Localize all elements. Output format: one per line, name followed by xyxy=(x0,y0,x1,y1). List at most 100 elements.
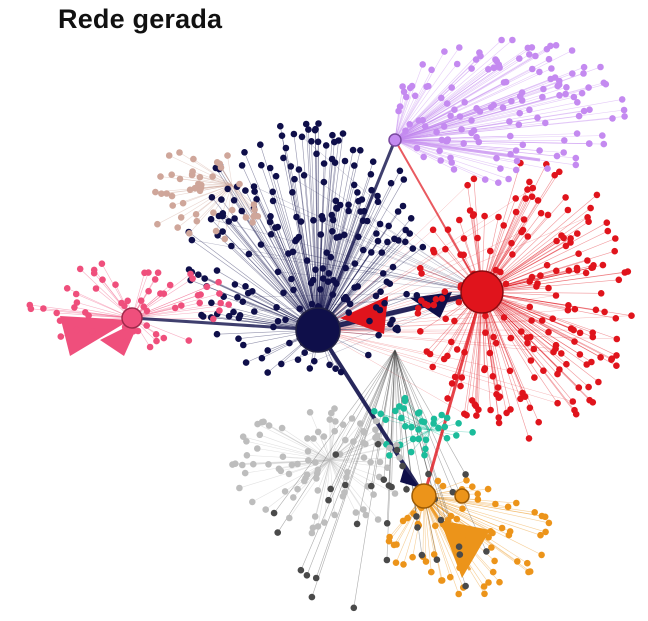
edge xyxy=(260,144,319,331)
node xyxy=(160,290,168,298)
edge xyxy=(193,158,233,186)
node xyxy=(520,216,528,223)
node xyxy=(562,90,569,98)
node xyxy=(72,290,80,298)
node xyxy=(362,440,369,448)
node xyxy=(548,65,555,72)
edge xyxy=(294,179,483,293)
node xyxy=(345,201,352,209)
node xyxy=(358,196,366,203)
node xyxy=(282,316,289,324)
node xyxy=(354,283,362,290)
edge xyxy=(394,94,560,141)
node xyxy=(496,578,503,586)
node xyxy=(495,179,502,186)
node xyxy=(564,206,572,214)
node xyxy=(459,505,466,512)
node xyxy=(314,428,322,436)
edge xyxy=(394,85,558,141)
node xyxy=(561,137,568,144)
node xyxy=(304,435,311,442)
node xyxy=(381,299,388,307)
node xyxy=(597,63,604,71)
edge xyxy=(394,82,505,141)
node xyxy=(315,120,322,127)
node xyxy=(575,112,583,120)
hub-link xyxy=(394,139,483,293)
node xyxy=(575,384,583,391)
node xyxy=(586,106,593,113)
edge xyxy=(243,436,331,461)
node xyxy=(409,435,417,443)
node xyxy=(543,261,551,269)
node xyxy=(468,65,475,72)
edge xyxy=(336,237,483,293)
edge xyxy=(191,239,483,293)
node xyxy=(500,314,508,321)
node xyxy=(527,333,534,341)
edge xyxy=(305,123,319,331)
node xyxy=(219,212,226,220)
node xyxy=(294,460,301,468)
edge xyxy=(394,96,543,141)
edge xyxy=(261,421,331,461)
node xyxy=(341,231,348,239)
node xyxy=(534,280,541,287)
edge xyxy=(423,495,542,517)
edge xyxy=(317,165,355,331)
node xyxy=(311,357,318,365)
node xyxy=(506,118,513,125)
node xyxy=(376,458,384,466)
edge xyxy=(394,349,487,552)
node xyxy=(429,226,437,234)
edge xyxy=(272,191,319,331)
edge xyxy=(394,111,480,141)
edge xyxy=(394,126,445,141)
edge xyxy=(391,349,396,488)
node xyxy=(550,348,557,356)
node xyxy=(98,260,106,268)
edge xyxy=(423,495,517,504)
node xyxy=(186,230,193,237)
edge xyxy=(285,147,319,331)
node xyxy=(370,491,377,498)
node xyxy=(256,431,264,439)
edge xyxy=(236,186,319,331)
node xyxy=(542,528,549,536)
node xyxy=(177,214,185,221)
edge xyxy=(281,427,331,461)
node xyxy=(493,154,500,162)
node xyxy=(379,270,387,277)
node xyxy=(270,509,278,517)
node xyxy=(374,432,381,440)
edge xyxy=(394,95,416,141)
node xyxy=(453,60,461,68)
edge xyxy=(177,184,233,228)
node xyxy=(481,176,489,183)
node xyxy=(556,168,563,176)
node xyxy=(419,243,427,251)
node xyxy=(208,299,215,307)
node xyxy=(374,516,382,523)
edge xyxy=(79,268,133,319)
node xyxy=(422,445,429,453)
node xyxy=(553,267,560,275)
node xyxy=(438,94,445,102)
edge xyxy=(394,139,604,145)
edge xyxy=(307,451,331,461)
node xyxy=(290,494,297,501)
edge xyxy=(256,199,319,331)
edge xyxy=(394,92,583,141)
edge xyxy=(395,410,431,431)
node xyxy=(333,234,340,241)
hub-link xyxy=(317,289,483,333)
edge xyxy=(306,349,396,576)
node xyxy=(540,85,547,93)
node xyxy=(71,304,78,311)
edge xyxy=(394,63,458,141)
edge xyxy=(394,118,613,141)
node xyxy=(547,42,554,50)
edge xyxy=(215,184,233,232)
node xyxy=(552,42,560,49)
node xyxy=(329,216,337,224)
